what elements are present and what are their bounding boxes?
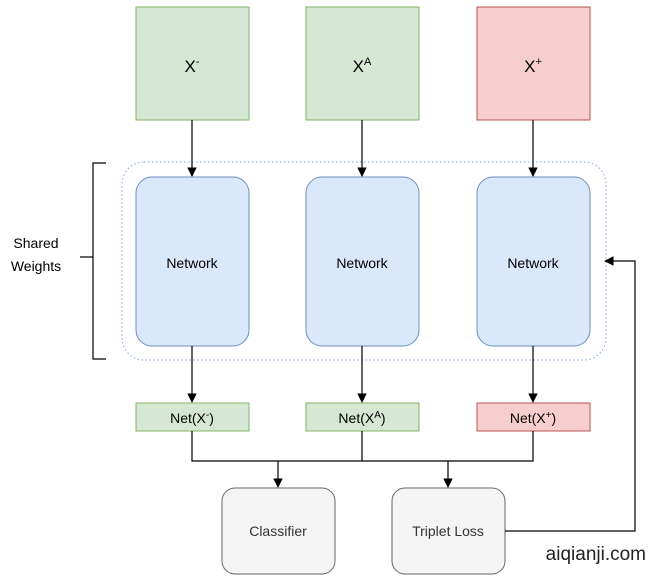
input-label-negative: X- xyxy=(184,56,199,76)
output-label-anchor: Net(XA) xyxy=(338,410,385,426)
output-box-positive: Net(X+) xyxy=(476,402,591,432)
network-label-2: Network xyxy=(336,255,388,271)
shared-weights-group xyxy=(121,161,607,361)
classifier-box: Classifier xyxy=(221,487,336,575)
network-box-1: Network xyxy=(135,176,250,347)
input-label-positive: X+ xyxy=(524,56,542,76)
output-box-negative: Net(X-) xyxy=(135,402,250,432)
input-box-anchor: XA xyxy=(305,6,420,121)
watermark-text: aiqianji.com xyxy=(546,544,646,565)
classifier-label: Classifier xyxy=(249,523,307,539)
network-label-3: Network xyxy=(507,255,559,271)
output-box-anchor: Net(XA) xyxy=(305,402,420,432)
network-box-3: Network xyxy=(476,176,591,347)
triplet-loss-label: Triplet Loss xyxy=(412,523,484,539)
input-box-positive: X+ xyxy=(476,6,591,121)
output-label-positive: Net(X+) xyxy=(510,410,556,426)
network-label-1: Network xyxy=(166,255,218,271)
output-label-negative: Net(X-) xyxy=(170,410,214,426)
shared-weights-bracket xyxy=(92,162,106,360)
input-label-anchor: XA xyxy=(353,56,372,76)
shared-weights-label-line2: Weights xyxy=(11,258,61,274)
input-box-negative: X- xyxy=(135,6,250,121)
triplet-loss-box: Triplet Loss xyxy=(391,487,506,575)
shared-weights-label-line1: Shared xyxy=(13,235,58,251)
feedback-arrow xyxy=(505,256,636,532)
merge-connector-lines xyxy=(191,431,534,462)
network-box-2: Network xyxy=(305,176,420,347)
